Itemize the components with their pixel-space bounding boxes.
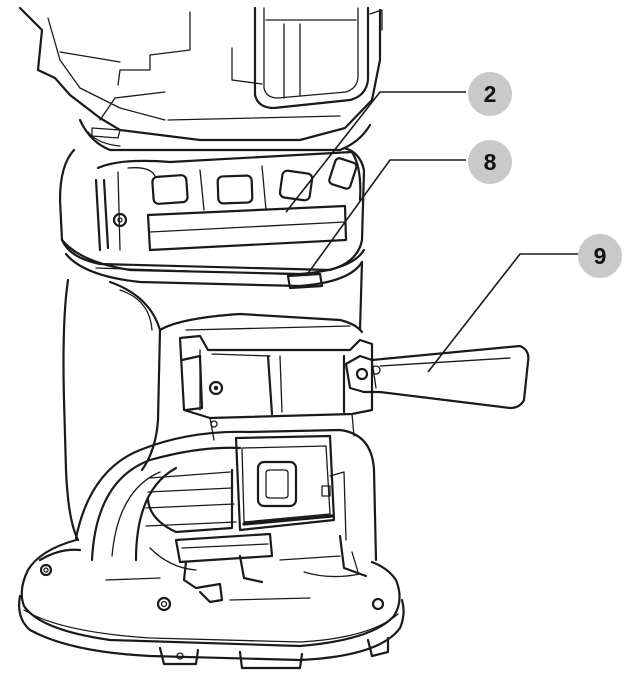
callout-9-label: 9 — [594, 243, 607, 269]
leader-line-2 — [285, 91, 466, 213]
router-body — [62, 260, 364, 542]
leader-line-8 — [305, 159, 466, 277]
ring-marker-tab — [286, 272, 324, 290]
callout-2-label: 2 — [484, 81, 497, 107]
callout-8-circle — [468, 140, 512, 184]
callout-2-circle — [468, 72, 512, 116]
clamp-lever — [344, 344, 530, 410]
callout-8: 8 — [468, 140, 512, 184]
collet-area — [149, 532, 368, 604]
clamp-block — [178, 334, 374, 420]
callout-9: 9 — [578, 234, 622, 278]
callout-8-label: 8 — [484, 149, 497, 175]
base-plate — [18, 538, 405, 670]
leader-lines — [285, 91, 580, 373]
callout-9-circle — [578, 234, 622, 278]
ring-lower-band — [60, 238, 366, 288]
neck-collar — [58, 118, 372, 272]
depth-adjust-ring — [94, 150, 362, 252]
lower-housing — [74, 413, 378, 562]
callout-2: 2 — [468, 72, 512, 116]
motor-housing — [18, 6, 383, 142]
leader-line-9 — [427, 253, 580, 373]
